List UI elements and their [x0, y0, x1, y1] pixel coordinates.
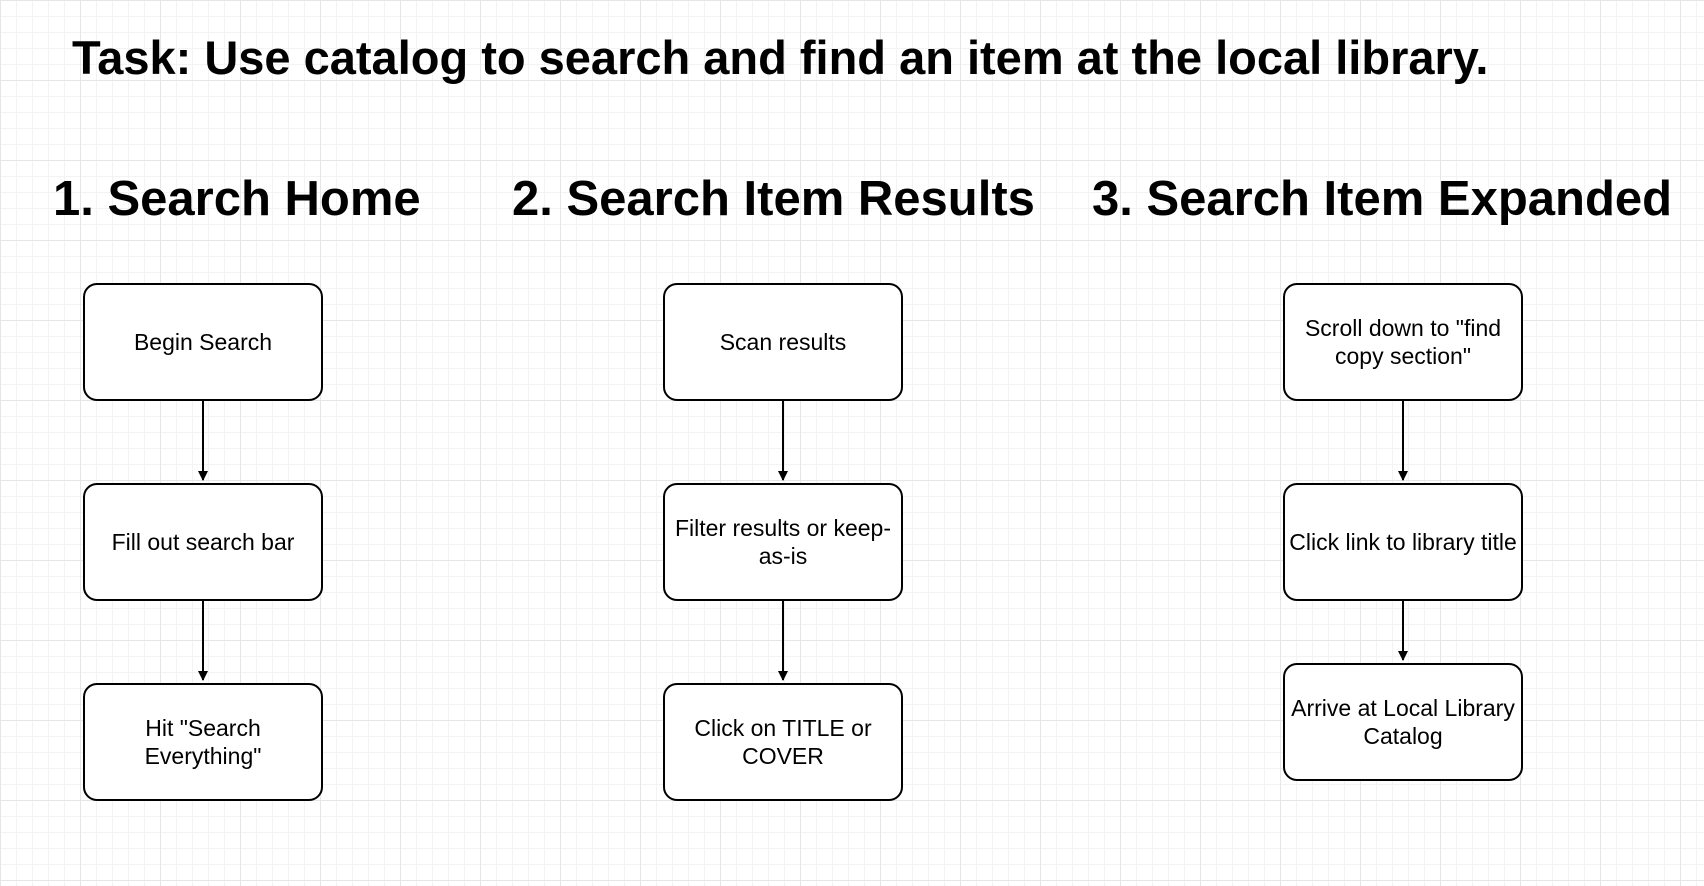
task-title: Task: Use catalog to search and find an …	[72, 31, 1489, 84]
step-begin-search: Begin Search	[83, 283, 323, 401]
step-click-title-or-cover: Click on TITLE or COVER	[663, 683, 903, 801]
step-fill-out-search-bar: Fill out search bar	[83, 483, 323, 601]
column-heading-search-item-results: 2. Search Item Results	[512, 172, 1035, 226]
column-heading-search-item-expanded: 3. Search Item Expanded	[1092, 172, 1673, 226]
step-filter-results: Filter results or keep-as-is	[663, 483, 903, 601]
step-click-library-link: Click link to library title	[1283, 483, 1523, 601]
step-hit-search-everything: Hit "Search Everything"	[83, 683, 323, 801]
step-scroll-to-find-copy: Scroll down to "find copy section"	[1283, 283, 1523, 401]
column-heading-search-home: 1. Search Home	[53, 172, 421, 226]
step-scan-results: Scan results	[663, 283, 903, 401]
step-arrive-local-catalog: Arrive at Local Library Catalog	[1283, 663, 1523, 781]
